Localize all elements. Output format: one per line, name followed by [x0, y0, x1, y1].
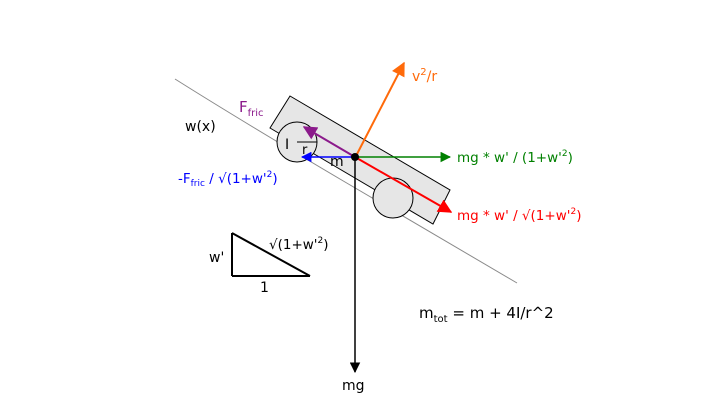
- center-of-mass-dot: [351, 153, 359, 161]
- green-force-label: mg * w' / (1+w'2): [457, 149, 573, 166]
- inertia-label: I: [285, 137, 289, 153]
- track-curve: [174, 78, 518, 284]
- friction-label: Ffric: [239, 98, 264, 119]
- friction-arrow: [302, 126, 356, 158]
- total-mass-formula: mtot = m + 4I/r^2: [419, 304, 554, 325]
- red-force-label: mg * w' / √(1+w'2): [457, 207, 581, 224]
- blue-force-label: -Ffric / √(1+w'2): [178, 170, 278, 189]
- triangle-vertical-label: w': [209, 250, 224, 266]
- weight-label: mg: [342, 378, 365, 394]
- centripetal-label: v2/r: [412, 67, 437, 85]
- centripetal-arrow: [355, 61, 405, 157]
- red-force-arrow: [354, 156, 453, 213]
- triangle-base-label: 1: [260, 280, 269, 296]
- triangle-hyp-label: √(1+w'2): [269, 236, 329, 253]
- front-wheel: [372, 177, 414, 219]
- mass-label: m: [330, 154, 344, 170]
- radius-label: r: [302, 143, 308, 158]
- triangle-hypotenuse: [231, 232, 311, 277]
- curve-label: w(x): [185, 119, 216, 135]
